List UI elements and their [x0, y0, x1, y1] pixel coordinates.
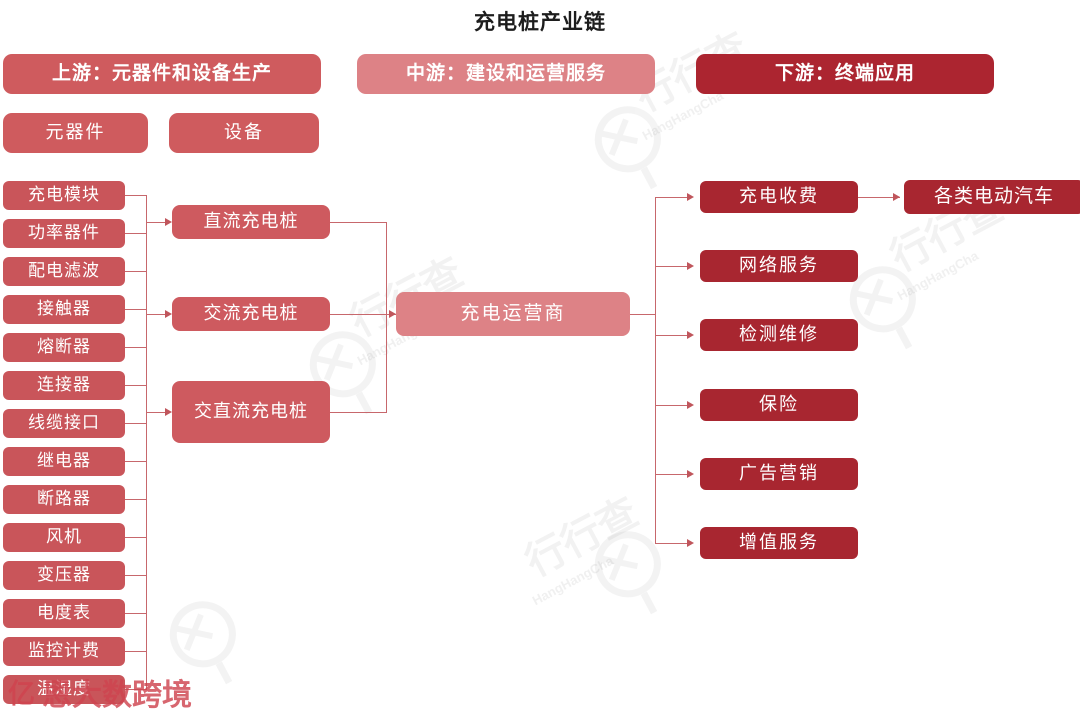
component-box: 接触器: [3, 295, 125, 324]
connector-stub: [125, 575, 147, 576]
arrow-to-end-application: [893, 193, 900, 201]
service-box-charging-fee: 充电收费: [700, 181, 858, 213]
pile-collector-trunk: [386, 222, 387, 413]
component-box: 熔断器: [3, 333, 125, 362]
brand-en-watermark: HangHangCha: [639, 87, 726, 144]
connector-to-service: [655, 405, 688, 406]
subcategory-components: 元器件: [3, 113, 148, 153]
connector-to-service: [655, 197, 688, 198]
connector-to-pile: [146, 412, 166, 413]
arrow-to-pile: [165, 408, 172, 416]
connector-to-service: [655, 335, 688, 336]
connector-stub: [125, 195, 147, 196]
arrow-to-service: [687, 331, 694, 339]
upstream-trunk-line: [146, 195, 147, 690]
component-box: 功率器件: [3, 219, 125, 248]
connector-pile-out: [330, 314, 387, 315]
service-box-advertising: 广告营销: [700, 458, 858, 490]
component-box: 变压器: [3, 561, 125, 590]
band-downstream: 下游：终端应用: [696, 54, 994, 94]
component-box: 监控计费: [3, 637, 125, 666]
component-box: 充电模块: [3, 181, 125, 210]
arrow-to-service: [687, 193, 694, 201]
service-box-inspection: 检测维修: [700, 319, 858, 351]
arrow-to-operator: [389, 310, 396, 318]
connector-to-service: [655, 266, 688, 267]
connector-to-service: [655, 474, 688, 475]
brand-en-watermark: HangHangCha: [894, 247, 981, 304]
brand-logo-watermark: [583, 94, 683, 204]
connector-stub: [125, 499, 147, 500]
page-title: 充电桩产业链: [474, 11, 606, 34]
pile-box-acdc: 交直流充电桩: [172, 381, 330, 443]
connector-stub: [125, 347, 147, 348]
pile-box-dc: 直流充电桩: [172, 205, 330, 239]
arrow-to-service: [687, 470, 694, 478]
connector-stub: [125, 689, 147, 690]
connector-pile-out: [330, 222, 387, 223]
connector-stub: [125, 613, 147, 614]
end-application-box: 各类电动汽车: [904, 180, 1080, 214]
component-box: 断路器: [3, 485, 125, 514]
arrow-to-pile: [165, 310, 172, 318]
connector-stub: [125, 271, 147, 272]
brand-logo-watermark: [158, 589, 258, 699]
service-box-network: 网络服务: [700, 250, 858, 282]
arrow-to-pile: [165, 218, 172, 226]
connector-to-pile: [146, 314, 166, 315]
brand-cn-watermark: 行行查: [518, 489, 646, 586]
connector-to-service: [655, 543, 688, 544]
component-box: 配电滤波: [3, 257, 125, 286]
connector-stub: [125, 233, 147, 234]
operator-box: 充电运营商: [396, 292, 630, 336]
subcategory-equipment: 设备: [169, 113, 319, 153]
component-box: 连接器: [3, 371, 125, 400]
connector-pile-out: [330, 412, 387, 413]
component-box: 风机: [3, 523, 125, 552]
pile-box-ac: 交流充电桩: [172, 297, 330, 331]
connector-stub: [125, 461, 147, 462]
component-box: 温湿度: [3, 675, 125, 704]
component-box: 电度表: [3, 599, 125, 628]
band-midstream: 中游：建设和运营服务: [357, 54, 655, 94]
component-box: 继电器: [3, 447, 125, 476]
connector-stub: [125, 537, 147, 538]
connector-stub: [125, 385, 147, 386]
connector-stub: [125, 423, 147, 424]
arrow-to-service: [687, 401, 694, 409]
connector-stub: [125, 309, 147, 310]
connector-to-end-application: [858, 197, 900, 198]
service-box-value-added: 增值服务: [700, 527, 858, 559]
connector-stub: [125, 651, 147, 652]
connector-to-pile: [146, 222, 166, 223]
arrow-to-service: [687, 539, 694, 547]
component-box: 线缆接口: [3, 409, 125, 438]
downstream-trunk-line: [655, 197, 656, 544]
brand-logo-watermark: [583, 519, 683, 629]
band-upstream: 上游：元器件和设备生产: [3, 54, 321, 94]
brand-en-watermark: HangHangCha: [529, 552, 616, 609]
connector-operator-out: [630, 314, 656, 315]
service-box-insurance: 保险: [700, 389, 858, 421]
arrow-to-service: [687, 262, 694, 270]
